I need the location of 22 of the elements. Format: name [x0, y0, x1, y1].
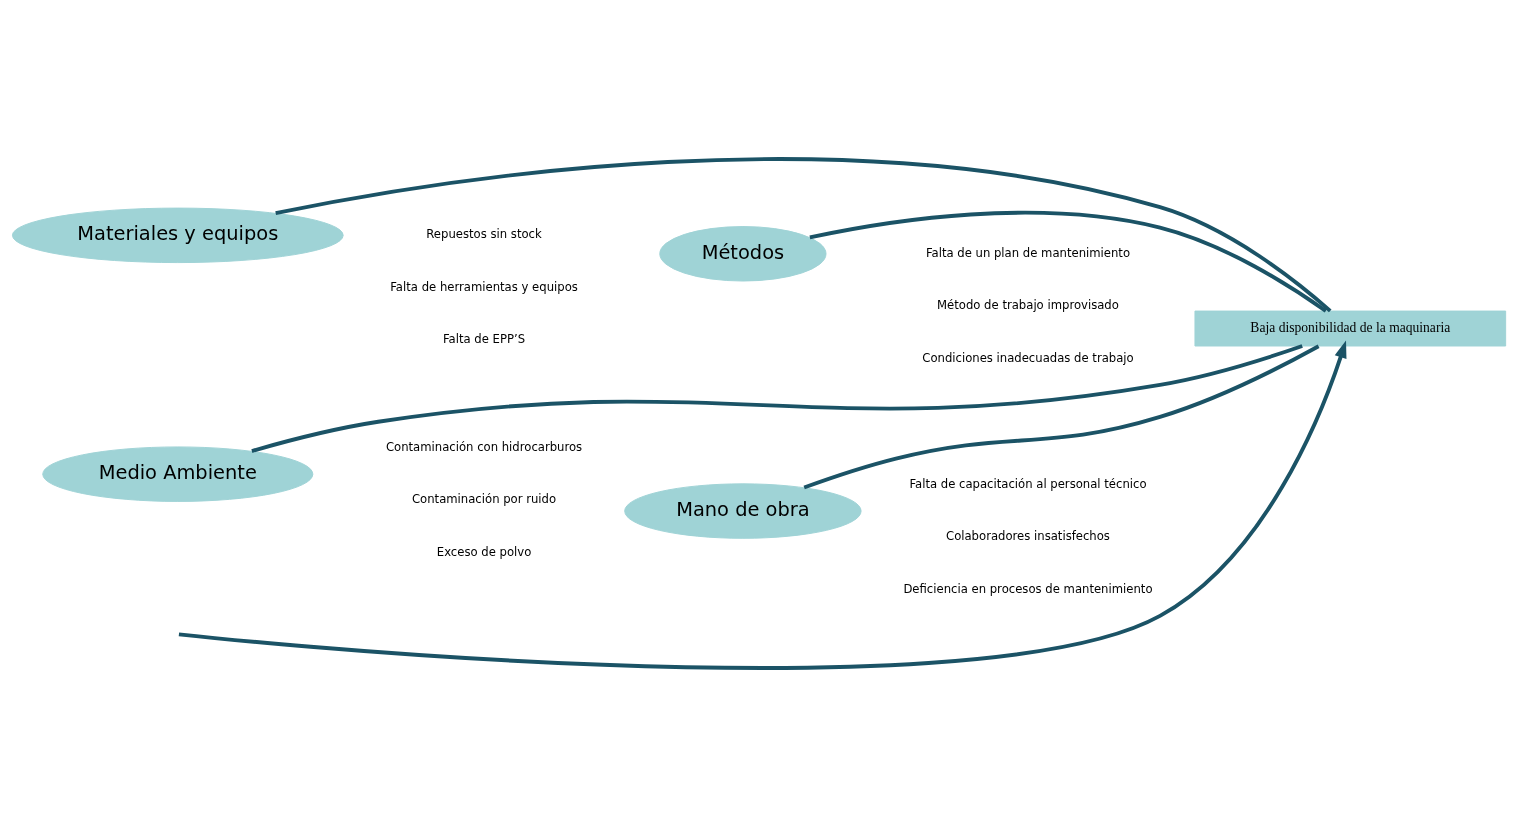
- label: Falta de un plan de mantenimiento: [925, 245, 1131, 260]
- label: Falta de EPP’S: [442, 332, 526, 347]
- connector: [251, 344, 1303, 453]
- label: Contaminación con hidrocarburos: [385, 439, 583, 454]
- node-ellipse: Métodos: [659, 226, 827, 282]
- arrow: [178, 340, 1347, 670]
- label: Falta de herramientas y equipos: [390, 279, 578, 294]
- label: Exceso de polvo: [436, 544, 532, 559]
- node-ellipse: Medio Ambiente: [42, 446, 314, 502]
- connector: [809, 210, 1327, 313]
- connector: [275, 157, 1332, 313]
- label: Método de trabajo improvisado: [937, 298, 1119, 313]
- node-ellipse: Mano de obra: [624, 483, 862, 539]
- label: Repuestos sin stock: [426, 227, 542, 242]
- node-ellipse: Materiales y equipos: [11, 207, 344, 264]
- label: Falta de capacitación al personal técnico: [909, 476, 1147, 491]
- label: Colaboradores insatisfechos: [946, 529, 1110, 544]
- connector: [803, 344, 1320, 490]
- label: Condiciones inadecuadas de trabajo: [922, 350, 1134, 365]
- label: Contaminación por ruido: [411, 492, 557, 507]
- node-box: Baja disponibilidad de la maquinaria: [1194, 310, 1507, 347]
- label: Deficiencia en procesos de mantenimiento: [903, 581, 1153, 596]
